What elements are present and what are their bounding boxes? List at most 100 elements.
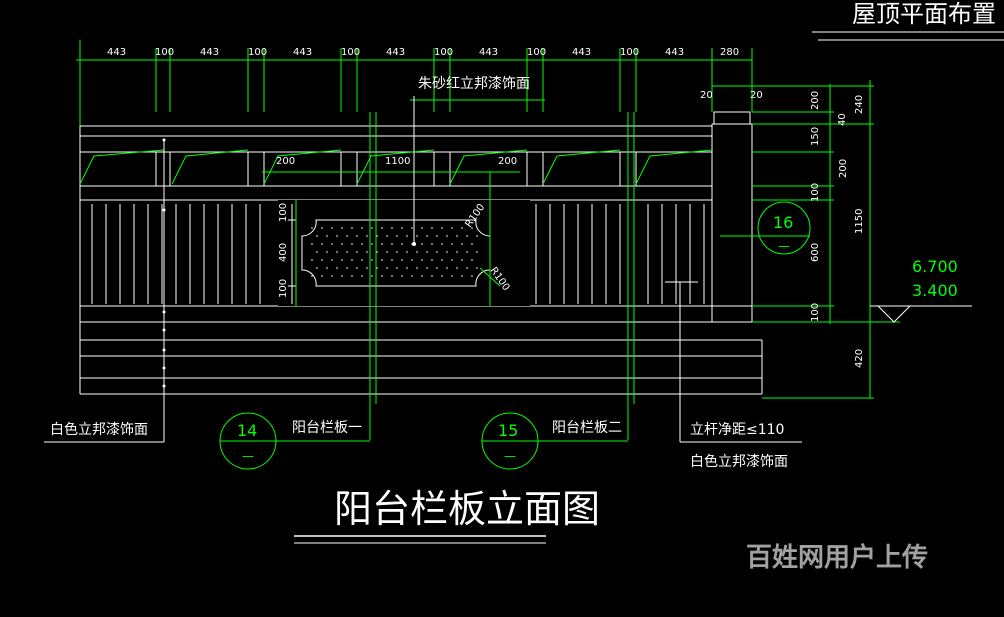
dim-col1-2: 40 xyxy=(837,113,848,126)
railing-outline xyxy=(79,111,763,395)
hatch-dot xyxy=(476,267,478,269)
hatch-dot xyxy=(376,235,378,237)
dim-top-13: 443 xyxy=(665,47,684,58)
hatch-dot xyxy=(331,275,333,277)
right-dimension-texts: 20 20 200 40 150 100 600 100 240 200 115… xyxy=(700,90,865,368)
hatch-dot xyxy=(456,267,458,269)
inner-dimension-texts: 200 1100 200 xyxy=(276,156,517,167)
hatch-dot xyxy=(451,243,453,245)
hatch-dot xyxy=(341,275,343,277)
hatch-dot xyxy=(396,251,398,253)
hatch-dot xyxy=(336,251,338,253)
hatch-dot xyxy=(326,251,328,253)
hatch-dot xyxy=(416,267,418,269)
hatch-dot xyxy=(316,267,318,269)
hatch-dot xyxy=(471,259,473,261)
hatch-dot xyxy=(311,227,313,229)
dim-bottom: 420 xyxy=(854,349,865,368)
hatch-dot xyxy=(436,235,438,237)
hatch-dot xyxy=(411,259,413,261)
hatch-dot xyxy=(311,243,313,245)
hatch-dot xyxy=(366,235,368,237)
label-top-finish: 朱砂红立邦漆饰面 xyxy=(418,76,530,92)
dim-top-1: 443 xyxy=(107,47,126,58)
hatch-dot xyxy=(341,227,343,229)
dim-top-6: 100 xyxy=(341,47,360,58)
hatch-dot xyxy=(386,235,388,237)
dim-top-12: 100 xyxy=(620,47,639,58)
hatch-dot xyxy=(471,227,473,229)
hatch-dot xyxy=(331,227,333,229)
hatch-dot xyxy=(316,251,318,253)
hatch-dot xyxy=(376,251,378,253)
hatch-dot xyxy=(451,275,453,277)
balusters xyxy=(91,204,705,304)
hatch-dot xyxy=(471,243,473,245)
hatch-dot xyxy=(426,251,428,253)
hatch-dot xyxy=(451,227,453,229)
detail-bubble-16: 16 — xyxy=(720,201,811,255)
hatch-dot xyxy=(456,235,458,237)
hatch-dot xyxy=(391,227,393,229)
hatch-dot xyxy=(441,243,443,245)
hatch-dot xyxy=(371,275,373,277)
hatch-dot xyxy=(431,259,433,261)
hatch-dot xyxy=(426,235,428,237)
hatch-dot xyxy=(381,227,383,229)
hatch-dot xyxy=(341,259,343,261)
panel-outline xyxy=(301,219,491,287)
panel-hatch xyxy=(311,227,478,277)
hatch-dot xyxy=(351,259,353,261)
bubble-16-num: 16 xyxy=(773,213,793,232)
hatch-dot xyxy=(311,275,313,277)
dim-col2-1: 240 xyxy=(854,95,865,114)
hatch-dot xyxy=(446,235,448,237)
hatch-dot xyxy=(401,259,403,261)
hatch-dot xyxy=(441,275,443,277)
level-lower: 3.400 xyxy=(912,281,958,300)
hatch-dot xyxy=(421,227,423,229)
hatch-dot xyxy=(351,275,353,277)
hatch-dot xyxy=(361,227,363,229)
hatch-dot xyxy=(386,251,388,253)
hatch-dot xyxy=(351,227,353,229)
hatch-dot xyxy=(331,259,333,261)
hatch-dot xyxy=(416,251,418,253)
hatch-dot xyxy=(436,267,438,269)
dim-panel-top: 100 xyxy=(278,203,289,222)
hatch-dot xyxy=(391,243,393,245)
hatch-dot xyxy=(381,275,383,277)
label-spacing: 立杆净距≤110 xyxy=(690,422,784,438)
hatch-dot xyxy=(316,235,318,237)
top-dimension-texts: 443 100 443 100 443 100 443 100 443 100 … xyxy=(107,47,739,58)
hatch-dot xyxy=(336,235,338,237)
hatch-dot xyxy=(351,243,353,245)
dim-inner-middle: 1100 xyxy=(385,156,410,167)
bubble-15-num: 15 xyxy=(498,421,518,440)
detail-bubble-14: 14 — xyxy=(219,412,370,470)
hatch-dot xyxy=(476,235,478,237)
dim-col2-2: 200 xyxy=(838,159,849,178)
hatch-dot xyxy=(431,243,433,245)
hatch-dot xyxy=(406,251,408,253)
hatch-dot xyxy=(461,227,463,229)
hatch-dot xyxy=(331,243,333,245)
hatch-dot xyxy=(346,267,348,269)
dim-panel-middle: 400 xyxy=(278,243,289,262)
hatch-dot xyxy=(476,251,478,253)
dim-col1-4: 100 xyxy=(810,183,821,202)
hatch-dot xyxy=(341,243,343,245)
hatch-dot xyxy=(366,251,368,253)
hatch-dot xyxy=(411,227,413,229)
section-markers xyxy=(79,149,713,185)
hatch-dot xyxy=(356,235,358,237)
leader-ticks-left xyxy=(162,138,166,388)
hatch-dot xyxy=(441,259,443,261)
hatch-dot xyxy=(411,275,413,277)
top-dimension-chain xyxy=(76,40,753,126)
leader-dot-top xyxy=(412,242,416,246)
hatch-dot xyxy=(451,259,453,261)
hatch-dot xyxy=(371,259,373,261)
label-panel-two: 阳台栏板二 xyxy=(552,420,622,436)
